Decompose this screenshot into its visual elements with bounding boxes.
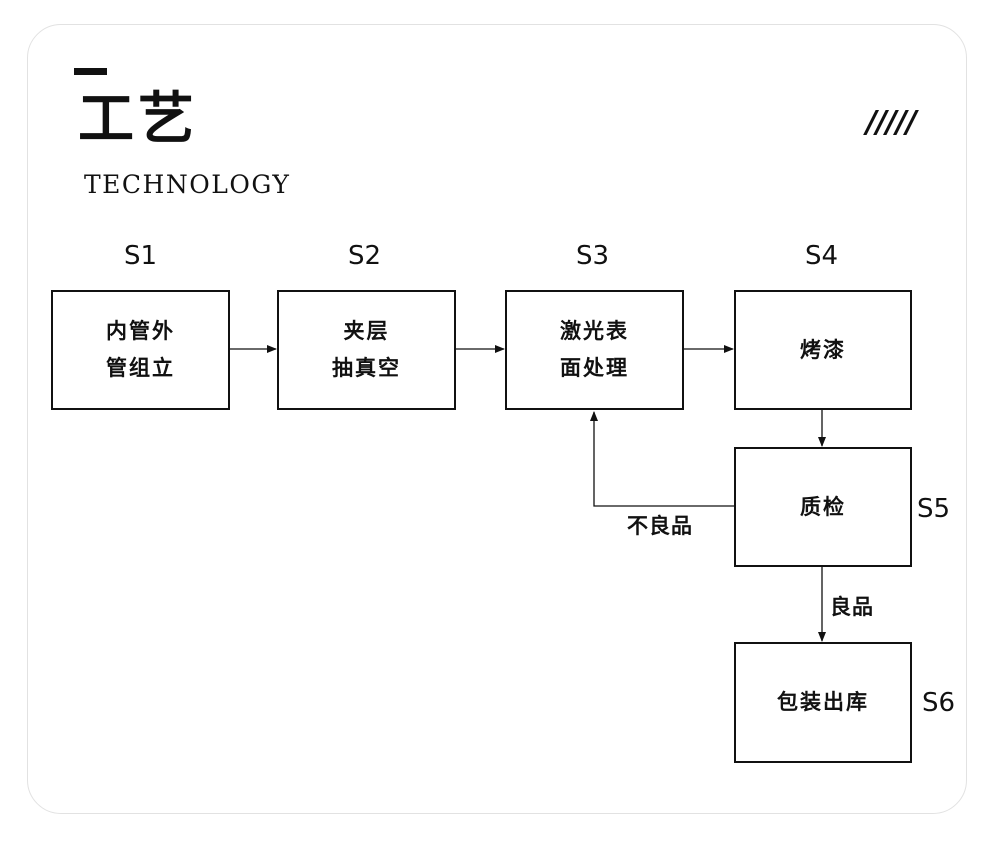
arrow-s5-s3-reject <box>590 411 734 507</box>
step-box-s3: 激光表 面处理 <box>505 290 684 410</box>
step-box-s1: 内管外 管组立 <box>51 290 230 410</box>
step-box-s5: 质检 <box>734 447 912 567</box>
step-box-s4: 烤漆 <box>734 290 912 410</box>
pass-label: 良品 <box>830 595 874 619</box>
step-label-s2: S2 <box>348 241 382 271</box>
step-label-s5: S5 <box>917 494 951 524</box>
step-text-s4: 烤漆 <box>800 337 846 362</box>
step-label-s4: S4 <box>805 241 839 271</box>
step-text-s5: 质检 <box>800 494 846 519</box>
step-label-s6: S6 <box>922 688 956 718</box>
page-subtitle: TECHNOLOGY <box>84 170 291 199</box>
slash-decoration: ///// <box>866 105 917 140</box>
step-label-s3: S3 <box>576 241 610 271</box>
reject-label: 不良品 <box>627 514 693 538</box>
page-title: 工艺 <box>78 87 198 152</box>
step-label-s1: S1 <box>124 241 158 271</box>
step-box-s6: 包装出库 <box>734 642 912 763</box>
step-text-s2: 夹层 抽真空 <box>332 319 401 380</box>
step-text-s6: 包装出库 <box>777 690 869 714</box>
step-text-s3: 激光表 面处理 <box>560 319 629 380</box>
step-text-s1: 内管外 管组立 <box>106 319 175 380</box>
title-accent-bar <box>74 68 107 75</box>
step-box-s2: 夹层 抽真空 <box>277 290 456 410</box>
